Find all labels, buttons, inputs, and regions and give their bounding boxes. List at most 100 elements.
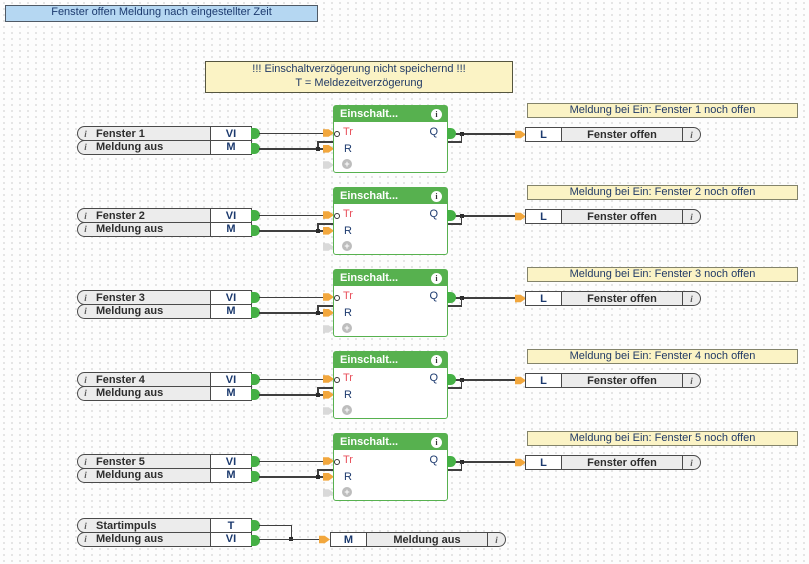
comment-label[interactable]: Meldung bei Ein: Fenster 1 noch offen	[527, 103, 798, 118]
message-off-input-block[interactable]: i Meldung aus M	[77, 467, 252, 483]
info-icon[interactable]: i	[431, 190, 442, 202]
port-q[interactable]: Q	[429, 208, 438, 220]
page-title[interactable]: Fenster offen Meldung nach eingestellter…	[5, 5, 318, 22]
input-arrow[interactable]	[323, 226, 334, 235]
input-arrow[interactable]	[323, 308, 334, 317]
wire[interactable]	[460, 380, 462, 388]
wire[interactable]	[317, 388, 319, 395]
output-nub[interactable]	[251, 471, 260, 482]
input-arrow[interactable]	[515, 458, 526, 467]
add-input-button[interactable]: +	[342, 241, 352, 251]
fenster-offen-output-block[interactable]: L Fenster offen i	[525, 127, 701, 142]
port-q[interactable]: Q	[429, 126, 438, 138]
on-delay-function-block[interactable]: Einschalt... i Tr Q R +	[333, 105, 448, 173]
output-nub[interactable]	[251, 389, 260, 400]
window-input-block[interactable]: i Fenster 3 VI	[77, 290, 252, 305]
port-r[interactable]: R	[344, 143, 352, 155]
wire[interactable]	[259, 538, 320, 541]
port-tr[interactable]: Tr	[343, 126, 353, 138]
fenster-offen-output-block[interactable]: L Fenster offen i	[525, 455, 701, 470]
output-nub[interactable]	[447, 456, 456, 467]
input-arrow[interactable]	[323, 293, 334, 301]
port-q[interactable]: Q	[429, 372, 438, 384]
comment-label[interactable]: Meldung bei Ein: Fenster 5 noch offen	[527, 431, 798, 446]
wire[interactable]	[259, 378, 324, 380]
window-input-block[interactable]: i Fenster 5 VI	[77, 454, 252, 469]
input-arrow[interactable]	[515, 376, 526, 385]
input-arrow[interactable]	[323, 375, 334, 383]
output-nub[interactable]	[447, 128, 456, 139]
input-arrow[interactable]	[319, 535, 330, 544]
wire[interactable]	[259, 296, 324, 298]
output-nub[interactable]	[251, 535, 260, 546]
comment-label[interactable]: Meldung bei Ein: Fenster 4 noch offen	[527, 349, 798, 364]
output-nub[interactable]	[251, 307, 260, 318]
window-input-block[interactable]: i Fenster 1 VI	[77, 126, 252, 141]
wire[interactable]	[455, 379, 516, 381]
port-tr[interactable]: Tr	[343, 454, 353, 466]
port-q[interactable]: Q	[429, 290, 438, 302]
wire[interactable]	[259, 230, 324, 232]
output-nub[interactable]	[251, 225, 260, 236]
input-arrow[interactable]	[515, 130, 526, 139]
wire[interactable]	[460, 298, 462, 306]
comment-label[interactable]: Meldung bei Ein: Fenster 2 noch offen	[527, 185, 798, 200]
input-arrow[interactable]	[323, 472, 334, 481]
wire[interactable]	[259, 148, 324, 150]
wire[interactable]	[455, 461, 516, 463]
info-icon[interactable]: i	[431, 436, 442, 448]
comment-label[interactable]: Meldung bei Ein: Fenster 3 noch offen	[527, 267, 798, 282]
output-nub[interactable]	[251, 292, 260, 303]
wire[interactable]	[317, 142, 319, 149]
port-tr[interactable]: Tr	[343, 208, 353, 220]
wire[interactable]	[259, 394, 324, 396]
output-nub[interactable]	[251, 520, 260, 531]
wire[interactable]	[259, 476, 324, 478]
message-off-input-block[interactable]: i Meldung aus M	[77, 385, 252, 401]
wire[interactable]	[317, 224, 319, 231]
output-nub[interactable]	[251, 128, 260, 139]
wire[interactable]	[259, 460, 324, 462]
port-tr[interactable]: Tr	[343, 372, 353, 384]
port-q[interactable]: Q	[429, 454, 438, 466]
output-nub[interactable]	[251, 374, 260, 385]
info-icon[interactable]: i	[431, 272, 442, 284]
input-arrow[interactable]	[323, 129, 334, 137]
info-icon[interactable]: i	[431, 108, 442, 120]
input-arrow[interactable]	[515, 294, 526, 303]
add-input-button[interactable]: +	[342, 405, 352, 415]
on-delay-function-block[interactable]: Einschalt... i Tr Q R +	[333, 433, 448, 501]
add-input-button[interactable]: +	[342, 323, 352, 333]
on-delay-function-block[interactable]: Einschalt... i Tr Q R +	[333, 269, 448, 337]
wire[interactable]	[460, 462, 462, 470]
output-nub[interactable]	[251, 210, 260, 221]
fenster-offen-output-block[interactable]: L Fenster offen i	[525, 291, 701, 306]
wire[interactable]	[259, 214, 324, 216]
port-r[interactable]: R	[344, 225, 352, 237]
wire[interactable]	[259, 524, 292, 526]
wire[interactable]	[317, 470, 319, 477]
wire[interactable]	[259, 312, 324, 314]
on-delay-function-block[interactable]: Einschalt... i Tr Q R +	[333, 351, 448, 419]
comment-note[interactable]: !!! Einschaltverzögerung nicht speichern…	[205, 61, 513, 93]
wire[interactable]	[460, 216, 462, 224]
meldung-aus-output-block[interactable]: M Meldung aus i	[330, 532, 506, 547]
message-off-input-block[interactable]: i Meldung aus M	[77, 303, 252, 319]
fenster-offen-output-block[interactable]: L Fenster offen i	[525, 373, 701, 388]
message-off-input-block[interactable]: i Meldung aus M	[77, 221, 252, 237]
output-nub[interactable]	[251, 143, 260, 154]
on-delay-function-block[interactable]: Einschalt... i Tr Q R +	[333, 187, 448, 255]
wire[interactable]	[455, 297, 516, 299]
port-r[interactable]: R	[344, 307, 352, 319]
port-tr[interactable]: Tr	[343, 290, 353, 302]
message-off-input-block[interactable]: i Meldung aus M	[77, 139, 252, 155]
input-arrow[interactable]	[323, 457, 334, 465]
wire[interactable]	[460, 134, 462, 142]
add-input-button[interactable]: +	[342, 487, 352, 497]
startimpuls-input-block[interactable]: i Startimpuls T	[77, 518, 252, 533]
fenster-offen-output-block[interactable]: L Fenster offen i	[525, 209, 701, 224]
wire[interactable]	[317, 306, 319, 313]
output-nub[interactable]	[447, 374, 456, 385]
output-nub[interactable]	[251, 456, 260, 467]
